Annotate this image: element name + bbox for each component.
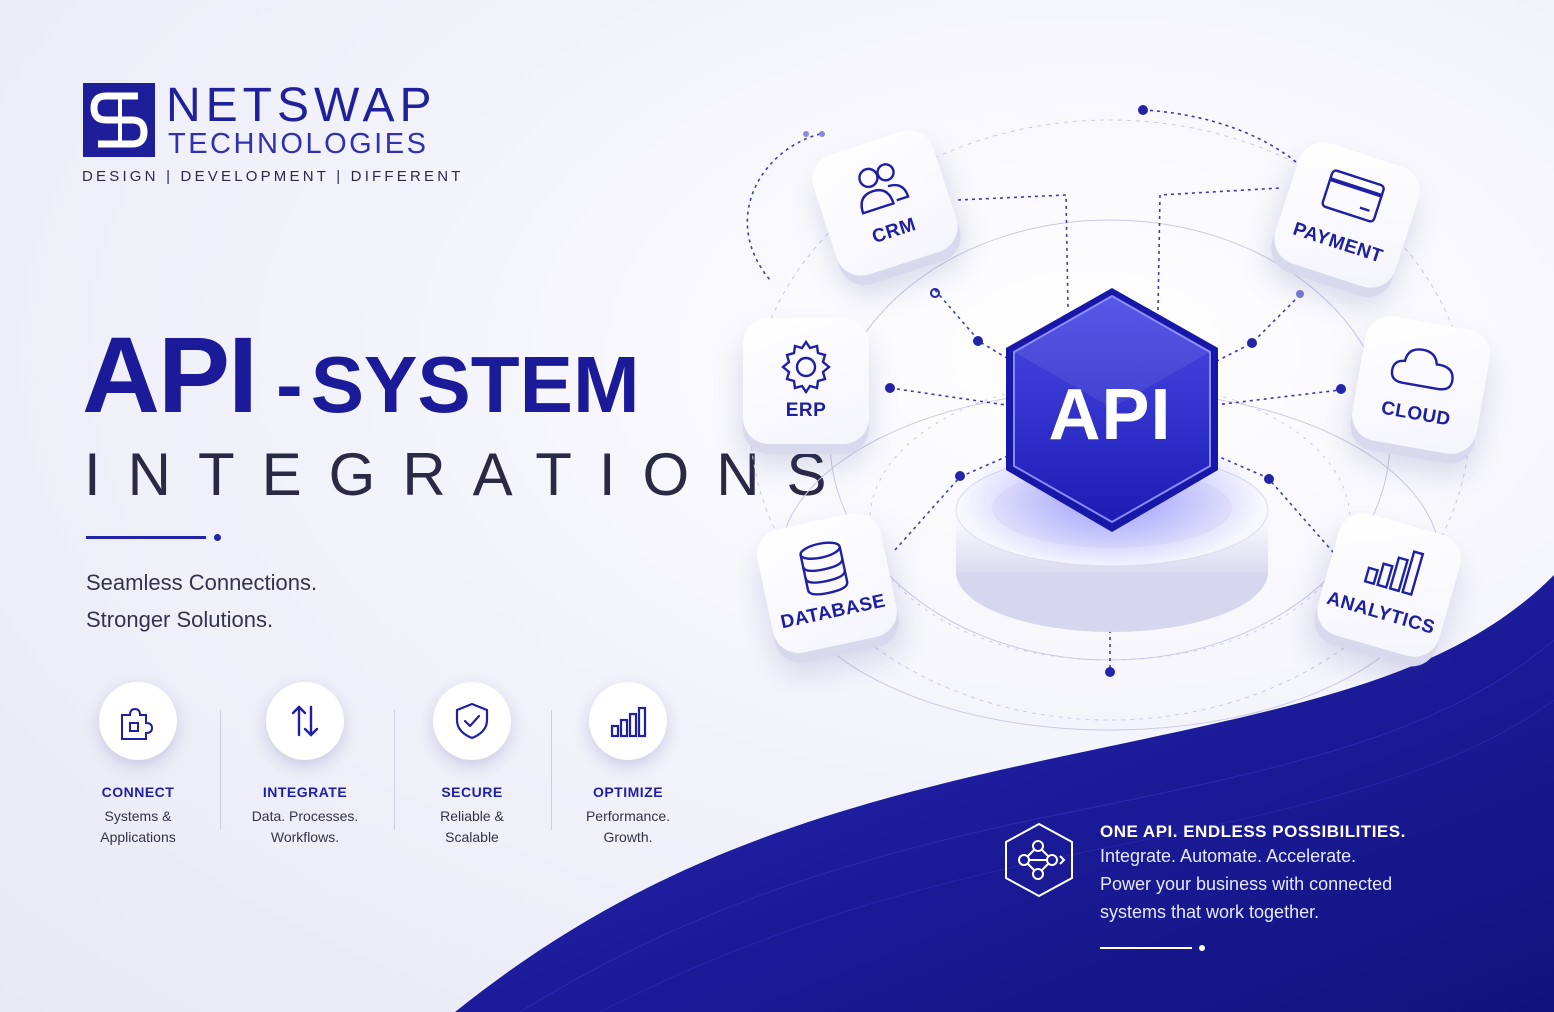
feature-desc: Data. Processes. Workflows. — [220, 806, 390, 848]
feature-desc-line: Data. Processes. — [251, 808, 359, 824]
feature-optimize: OPTIMIZE Performance. Growth. — [543, 682, 713, 848]
connector-dots — [803, 105, 1346, 677]
api-hub-label: API — [1048, 375, 1172, 455]
database-icon — [799, 541, 849, 596]
feature-desc-line: Performance. — [585, 808, 671, 824]
feature-icon-circle — [266, 682, 344, 760]
tagline: Seamless Connections. Stronger Solutions… — [86, 564, 317, 638]
headline-api: API — [82, 314, 258, 435]
cta-block: ONE API. ENDLESS POSSIBILITIES. Integrat… — [1100, 822, 1406, 926]
feature-separator — [551, 710, 552, 830]
feature-separator — [220, 710, 221, 830]
cloud-icon — [1390, 348, 1454, 391]
feature-integrate: INTEGRATE Data. Processes. Workflows. — [220, 682, 390, 848]
headline: API-SYSTEM — [82, 312, 640, 437]
feature-title: OPTIMIZE — [592, 784, 664, 800]
cta-line: systems that work together. — [1100, 902, 1320, 922]
feature-desc: Performance. Growth. — [543, 806, 713, 848]
tagline-line: Stronger Solutions. — [86, 607, 274, 632]
node-tile-crm: CRM — [805, 123, 965, 283]
api-hexagon — [1006, 288, 1218, 532]
feature-desc: Systems & Applications — [53, 806, 223, 848]
ns-monogram-icon — [83, 83, 155, 157]
brand-name: NETSWAP — [166, 79, 437, 132]
cta-title: ONE API. ENDLESS POSSIBILITIES. — [1100, 822, 1406, 841]
feature-secure: SECURE Reliable & Scalable — [387, 682, 557, 848]
node-tile-database: DATABASE — [752, 508, 902, 658]
node-tile-payment: PAYMENT — [1267, 135, 1427, 295]
cta-divider-dot — [1199, 945, 1205, 951]
feature-title: CONNECT — [101, 784, 175, 800]
feature-title: INTEGRATE — [262, 784, 348, 800]
feature-icon-circle — [589, 682, 667, 760]
feature-separator — [394, 710, 395, 830]
gear-icon — [781, 339, 831, 395]
feature-desc-line: Applications — [100, 829, 176, 845]
headline-integrations: INTEGRATIONS — [84, 441, 854, 508]
feature-connect: CONNECT Systems & Applications — [53, 682, 223, 848]
feature-desc-line: Reliable & — [440, 808, 504, 824]
puzzle-icon — [121, 707, 154, 740]
network-hex-icon — [1005, 822, 1073, 898]
brand-subtitle: TECHNOLOGIES — [168, 128, 429, 160]
feature-desc: Reliable & Scalable — [387, 806, 557, 848]
shield-check-icon — [455, 702, 489, 740]
headline-system: SYSTEM — [310, 340, 640, 429]
headline-dash: - — [276, 340, 303, 429]
node-tile-erp: ERP — [743, 318, 869, 444]
cta-line: Integrate. Automate. Accelerate. — [1100, 846, 1357, 866]
node-label: CLOUD — [1379, 397, 1453, 431]
feature-desc-line: Growth. — [603, 829, 653, 845]
credit-card-icon — [1321, 169, 1385, 223]
feature-desc-line: Scalable — [445, 829, 499, 845]
feature-desc-line: Workflows. — [270, 829, 340, 845]
divider-line — [86, 536, 206, 539]
node-label: ERP — [785, 400, 827, 421]
feature-desc-line: Systems & — [104, 808, 172, 824]
feature-icon-circle — [99, 682, 177, 760]
feature-icon-circle — [433, 682, 511, 760]
cta-line: Power your business with connected — [1100, 874, 1393, 894]
node-tile-cloud: CLOUD — [1348, 312, 1494, 458]
users-icon — [858, 163, 910, 215]
cta-divider-line — [1100, 947, 1192, 949]
feature-title: SECURE — [441, 784, 503, 800]
brand-tagline: DESIGN | DEVELOPMENT | DIFFERENT — [82, 168, 464, 185]
tagline-line: Seamless Connections. — [86, 570, 318, 595]
divider-dot — [214, 534, 221, 541]
node-tile-analytics: ANALYTICS — [1311, 507, 1467, 663]
bar-chart-icon — [610, 706, 647, 738]
arrows-up-down-icon — [291, 705, 319, 737]
analytics-icon — [1363, 550, 1425, 596]
